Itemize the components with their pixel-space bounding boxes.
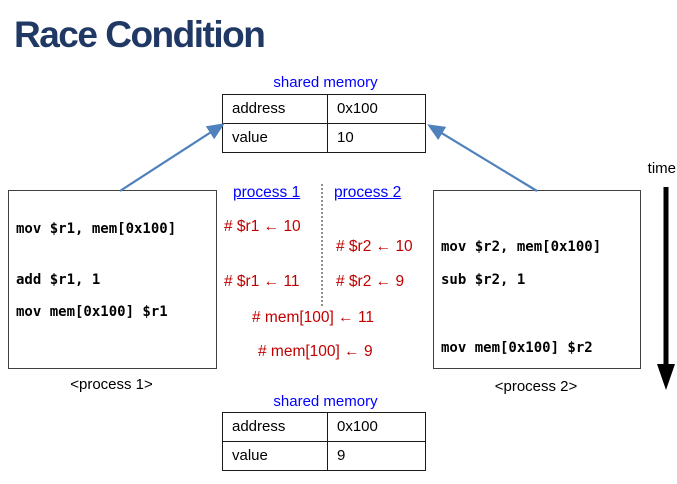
timeline-event: # $r1 ← 11 [224, 273, 300, 290]
timeline-process2-header: process 2 [334, 184, 402, 201]
page-title: Race Condition [14, 14, 266, 55]
table-row: value 9 [222, 441, 426, 471]
code-line: mov $r2, mem[0x100] [441, 239, 602, 255]
bottom-shared-memory-label: shared memory [273, 393, 378, 410]
process1-caption: <process 1> [70, 376, 153, 393]
timeline-event: # $r2 ← 9 [336, 273, 405, 290]
top-shared-memory-table: address 0x100 value 10 [222, 94, 426, 153]
time-axis-label: time [647, 160, 676, 177]
value-value-cell: 10 [327, 123, 426, 153]
value-value-cell: 9 [327, 441, 426, 471]
code-line: add $r1, 1 [16, 272, 101, 288]
code-line: sub $r2, 1 [441, 272, 526, 288]
value-key-cell: value [222, 123, 328, 153]
timeline-event: # mem[100] ← 11 [252, 309, 375, 326]
table-row: address 0x100 [222, 412, 426, 442]
address-value-cell: 0x100 [327, 94, 426, 124]
bottom-shared-memory-table: address 0x100 value 9 [222, 412, 426, 471]
timeline-event: # $r1 ← 10 [224, 218, 301, 235]
address-key-cell: address [222, 94, 328, 124]
process1-to-memory-arrow-icon [119, 123, 225, 192]
process2-caption: <process 2> [494, 378, 578, 395]
code-line: mov $r1, mem[0x100] [16, 221, 177, 237]
address-key-cell: address [222, 412, 328, 442]
code-line: mov mem[0x100] $r1 [16, 304, 168, 320]
timeline-column-divider [321, 184, 323, 306]
value-key-cell: value [222, 441, 328, 471]
time-arrow-icon [657, 187, 675, 390]
table-row: address 0x100 [222, 94, 426, 124]
timeline-event: # $r2 ← 10 [336, 238, 413, 255]
timeline-event: # mem[100] ← 9 [258, 343, 373, 360]
code-line: mov mem[0x100] $r2 [441, 340, 593, 356]
top-shared-memory-label: shared memory [273, 74, 378, 91]
address-value-cell: 0x100 [327, 412, 426, 442]
process2-code-box: mov $r2, mem[0x100] sub $r2, 1 mov mem[0… [433, 190, 641, 369]
process2-to-memory-arrow-icon [427, 124, 538, 192]
process1-code-box: mov $r1, mem[0x100] add $r1, 1 mov mem[0… [8, 190, 217, 369]
table-row: value 10 [222, 123, 426, 153]
timeline-process1-header: process 1 [233, 184, 301, 201]
